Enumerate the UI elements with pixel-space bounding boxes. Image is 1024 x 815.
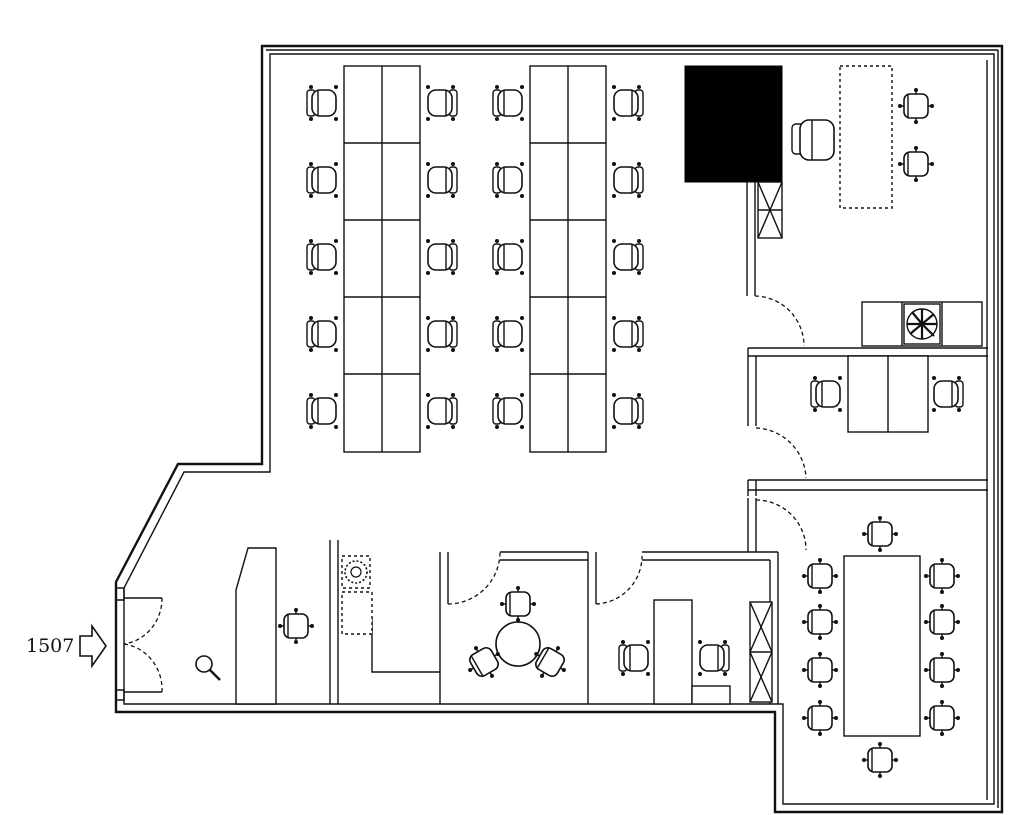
lounge-room: [447, 551, 576, 688]
desk-cluster-2: [529, 65, 607, 453]
manager-office: [746, 65, 935, 347]
conference-chair: [923, 699, 961, 737]
workstation-chair: [492, 84, 525, 122]
bottom-room-walls: [329, 540, 779, 704]
office-chair: [810, 375, 843, 413]
workstation-chair: [611, 315, 644, 353]
guest-chair: [897, 87, 935, 125]
open-workspace: [306, 65, 644, 453]
workstation-chair: [611, 238, 644, 276]
conference-chair: [801, 557, 839, 595]
lounge-chair: [499, 585, 537, 623]
conference-chair: [801, 603, 839, 641]
door-swing: [447, 551, 501, 605]
desk-cluster-1: [343, 65, 421, 453]
office-chair: [697, 639, 730, 677]
conference-chair: [801, 699, 839, 737]
door-swing: [595, 555, 643, 605]
unit-number-label: 1507: [26, 635, 74, 657]
reception-chair: [277, 607, 315, 645]
door-swing: [755, 427, 807, 479]
workstation-chair: [611, 161, 644, 199]
workstation-chair: [425, 238, 458, 276]
workstation-chair: [425, 161, 458, 199]
workstation-chair: [306, 84, 339, 122]
conference-chair: [801, 651, 839, 689]
workstation-chair: [306, 392, 339, 430]
workstation-chair: [492, 238, 525, 276]
door-swing: [754, 295, 805, 347]
server-room: [684, 65, 783, 183]
entrance-door[interactable]: [116, 587, 163, 701]
workstation-chair: [425, 315, 458, 353]
small-office: [747, 347, 988, 496]
reception: [195, 547, 315, 705]
pantry-counter: [861, 301, 983, 347]
conference-table: [843, 555, 921, 737]
outer-walls: [114, 44, 1004, 814]
conference-chair: [861, 515, 899, 553]
workstation-chair: [492, 392, 525, 430]
office-chair: [618, 639, 651, 677]
executive-desk: [839, 65, 893, 209]
workstation-chair: [425, 392, 458, 430]
executive-chair: [791, 119, 835, 161]
conference-chair: [923, 651, 961, 689]
guest-chair: [897, 145, 935, 183]
conference-chair: [923, 603, 961, 641]
workstation-chair: [611, 84, 644, 122]
conference-chair: [923, 557, 961, 595]
finance-office: [595, 555, 773, 705]
workstation-chair: [611, 392, 644, 430]
office-chair: [931, 375, 964, 413]
workstation-chair: [492, 161, 525, 199]
door-swing: [755, 499, 807, 551]
arrow-right-icon: [79, 623, 107, 669]
boardroom: [747, 498, 961, 779]
round-table: [495, 621, 541, 667]
workstation-chair: [306, 238, 339, 276]
fan-icon: [906, 308, 938, 340]
conference-chair: [861, 741, 899, 779]
magnifier-icon: [195, 655, 221, 681]
copier: [341, 591, 373, 635]
copy-area: [341, 555, 373, 635]
office-desk: [653, 599, 693, 705]
workstation-chair: [306, 161, 339, 199]
workstation-chair: [306, 315, 339, 353]
workstation-chair: [425, 84, 458, 122]
entry-marker: 1507: [26, 623, 107, 669]
workstation-chair: [492, 315, 525, 353]
